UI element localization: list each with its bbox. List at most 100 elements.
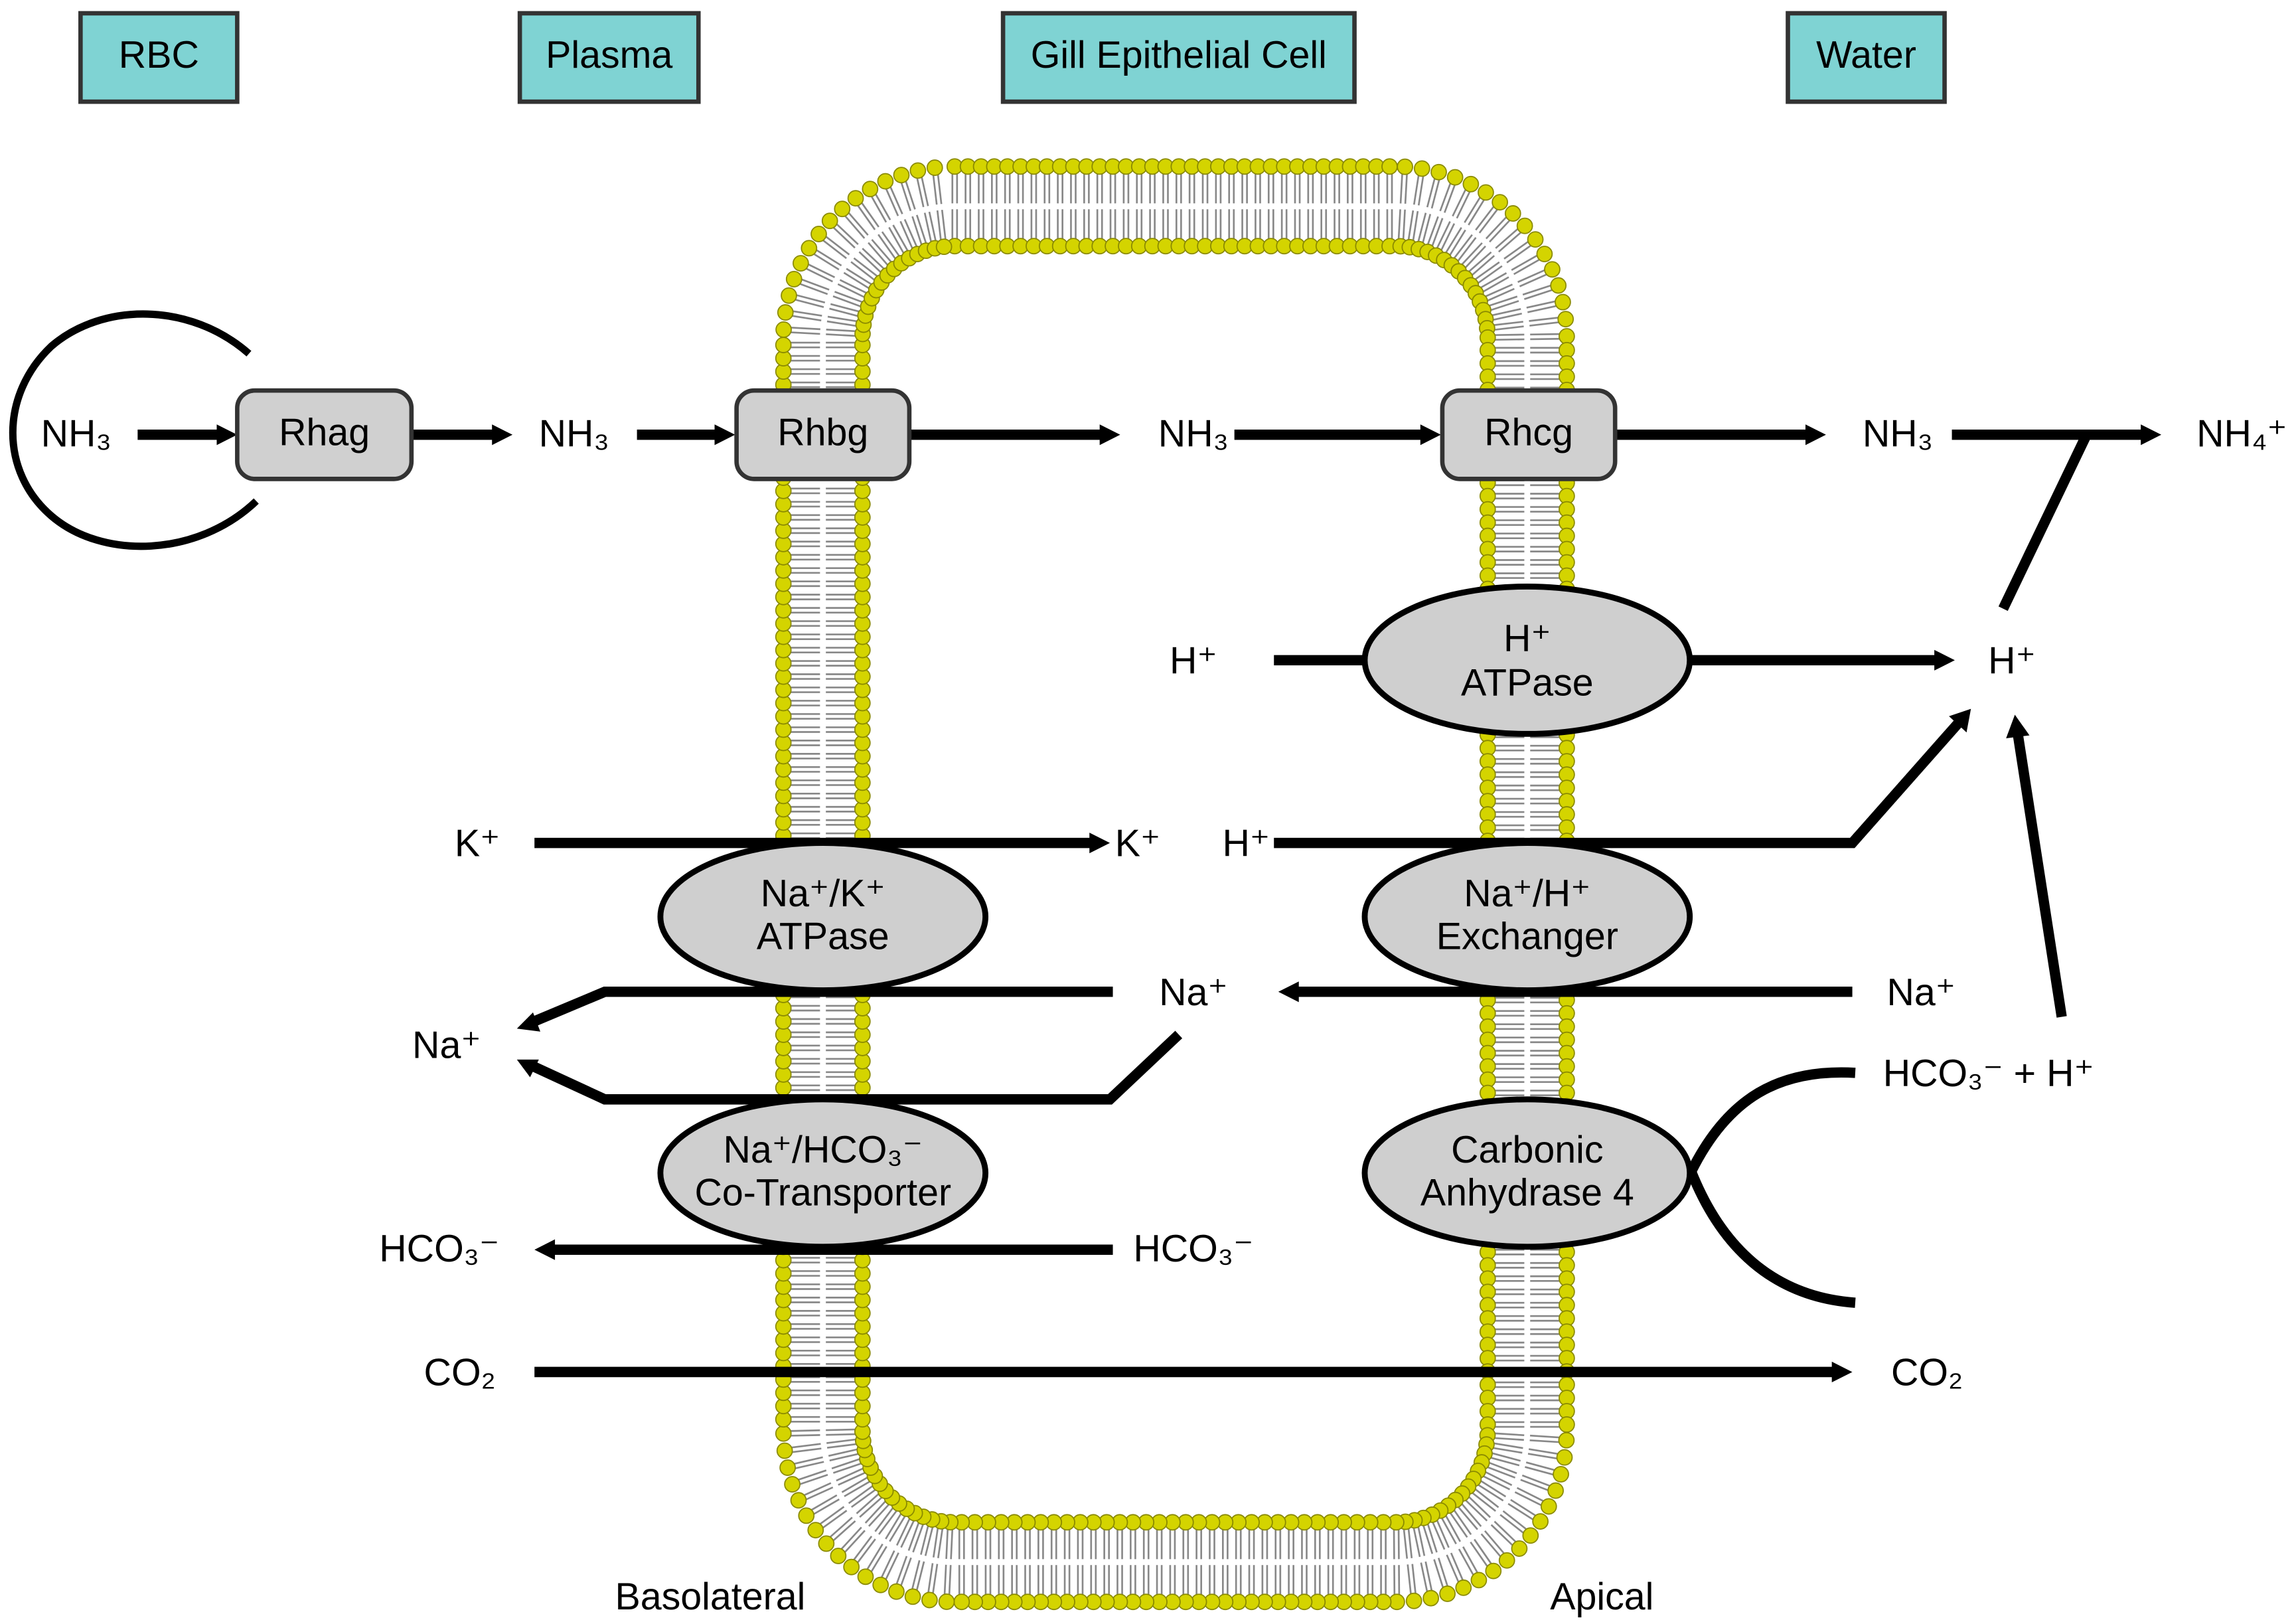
lipid-tail <box>1484 1471 1513 1487</box>
lipid-tail <box>831 1457 862 1469</box>
lipid-tail <box>1452 188 1468 217</box>
lipid-head <box>807 1522 824 1539</box>
lipid-head <box>926 159 943 177</box>
header-rbc: RBC <box>78 11 240 104</box>
lipid-tail <box>1521 1474 1552 1487</box>
lipid-head <box>1455 1579 1472 1596</box>
lipid-tail <box>900 181 912 211</box>
lipid-tail <box>1514 1491 1543 1507</box>
lipid-tail <box>789 327 820 331</box>
lipid-head <box>904 1588 921 1605</box>
na-k-atpase-label-2: ATPase <box>757 915 889 957</box>
lipid-head <box>1544 261 1561 278</box>
lipid-head <box>810 226 827 242</box>
lipid-tail <box>871 239 893 264</box>
lipid-tail <box>831 1520 856 1542</box>
lipid-tail <box>1474 261 1500 281</box>
lipid-tail <box>1482 1475 1511 1491</box>
lipid-tail <box>789 331 820 335</box>
lipid-head <box>1405 1592 1422 1609</box>
h-atpase-label-2: ATPase <box>1461 661 1594 704</box>
lipid-tail <box>1426 1522 1438 1553</box>
lipid-tail <box>1520 1479 1550 1492</box>
lipid-tail <box>1422 1524 1434 1554</box>
lipid-tail <box>1484 284 1513 298</box>
lipid-tail <box>1470 255 1495 277</box>
lipid-head <box>1553 1465 1569 1483</box>
apical-label: Apical <box>1550 1576 1653 1618</box>
lipid-tail <box>798 1474 828 1486</box>
lipid-tail <box>941 209 947 241</box>
lipid-tail <box>856 204 876 230</box>
lipid-tail <box>793 298 824 308</box>
lipid-tail <box>1507 1502 1535 1521</box>
lipid-tail <box>1440 223 1456 252</box>
na-hco3-cotransporter: Na⁺/HCO₃⁻ Co-Transporter <box>657 1096 989 1250</box>
lipid-head <box>877 173 894 190</box>
lipid-tail <box>1470 1491 1497 1512</box>
lipid-head <box>1381 158 1398 175</box>
lipid-tail <box>826 329 857 333</box>
lipid-tail <box>1446 1554 1460 1584</box>
lipid-tail <box>1407 1564 1413 1595</box>
lipid-tail <box>858 251 883 274</box>
lipid-tail <box>1407 210 1415 242</box>
lipid-head <box>1558 1431 1575 1449</box>
header-water: Water <box>1786 11 1947 104</box>
lipid-tail <box>895 1516 911 1546</box>
lipid-tail <box>838 1471 867 1486</box>
lipid-tail <box>1403 1528 1409 1559</box>
lipid-tail <box>916 177 925 208</box>
lipid-tail <box>1489 218 1511 243</box>
nh3-rbc-label: NH₃ <box>41 412 112 455</box>
lipid-tail <box>1486 1465 1516 1479</box>
lipid-tail <box>1467 251 1492 274</box>
lipid-head <box>793 255 809 272</box>
na-h-exchanger: Na⁺/H⁺ Exchanger <box>1361 840 1693 994</box>
lipid-tail <box>1489 300 1519 312</box>
lipid-tail <box>1510 1499 1537 1517</box>
lipid-tail <box>1485 215 1508 240</box>
na-k-atpase-label-1: Na⁺/K⁺ <box>761 872 885 915</box>
rhcg-label: Rhcg <box>1484 411 1573 453</box>
hco3-h-water-label: HCO₃⁻ + H⁺ <box>1883 1052 2094 1095</box>
hco3-cell-label: HCO₃⁻ <box>1133 1228 1253 1270</box>
lipid-head <box>775 321 792 338</box>
nh3-plasma-label: NH₃ <box>539 412 609 455</box>
lipid-tail <box>1525 1466 1555 1476</box>
rhbg-label: Rhbg <box>777 411 868 453</box>
lipid-head <box>909 162 927 179</box>
lipid-tail <box>1444 1514 1462 1542</box>
lipid-head <box>1485 1562 1502 1580</box>
lipid-tail <box>826 320 858 327</box>
lipid-tail <box>870 195 887 223</box>
lipid-tail <box>936 210 942 242</box>
lipid-head <box>888 1583 905 1600</box>
na-k-atpase-pump: Na⁺/K⁺ ATPase <box>657 840 989 994</box>
lipid-tail <box>1420 1562 1428 1593</box>
lipid-tail <box>1488 295 1518 307</box>
na-hco3-cotransporter-label-1: Na⁺/HCO₃⁻ <box>724 1129 923 1171</box>
lipid-tail <box>832 226 856 249</box>
lipid-tail <box>878 234 897 260</box>
lipid-tail <box>1480 1533 1502 1558</box>
lipid-head <box>1556 1449 1573 1466</box>
lipid-head <box>921 1591 938 1609</box>
lipid-tail <box>1495 227 1520 249</box>
lipid-head <box>1559 1416 1575 1433</box>
rhag-label: Rhag <box>279 411 370 453</box>
lipid-tail <box>829 1453 860 1462</box>
lipid-tail <box>1475 204 1495 231</box>
lipid-tail <box>912 1522 925 1553</box>
red-blood-cell-outline <box>9 310 259 550</box>
lipid-head <box>1446 169 1464 186</box>
lipid-tail <box>1479 272 1507 289</box>
lipid-head <box>1462 175 1480 193</box>
lipid-tail <box>1436 1518 1450 1548</box>
lipid-tail <box>1470 1541 1489 1568</box>
lipid-head <box>781 287 797 304</box>
lipid-tail <box>1527 305 1558 313</box>
lipid-tail <box>928 211 937 242</box>
lipid-head <box>830 1548 847 1564</box>
lipid-tail <box>1486 287 1515 302</box>
